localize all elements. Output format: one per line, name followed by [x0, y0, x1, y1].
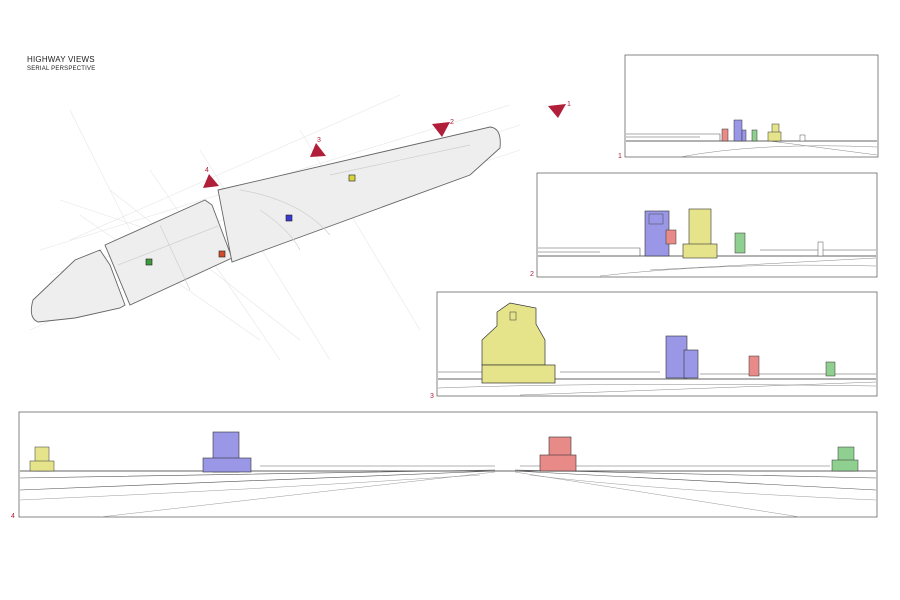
marker-yellow-elevator: [348, 174, 356, 182]
panel2-red-elevator: [665, 229, 677, 245]
panel2-yellow-elevator: [688, 208, 712, 247]
title-block: HIGHWAY VIEWS SERIAL PERSPECTIVE: [27, 55, 95, 72]
panel3-yellow-elevator: [481, 302, 546, 366]
marker-green-elevator: [145, 258, 153, 266]
panel3-red-elevator: [748, 355, 760, 377]
panel1-blue-elevator: [733, 119, 743, 142]
panel1-green-elevator: [751, 129, 758, 142]
viewpoint-2-arrow: [432, 122, 450, 137]
panel-3-label: 3: [430, 393, 434, 400]
perspective-panel-3: [436, 291, 878, 397]
panel1-red-elevator: [721, 128, 729, 142]
viewpoint-2-label: 2: [450, 119, 454, 126]
viewpoint-4-arrow: [203, 174, 219, 188]
plan-parcels: [30, 126, 501, 323]
parcel-west: [30, 249, 126, 323]
viewpoint-1-label: 1: [567, 101, 571, 108]
parcel-east: [217, 126, 501, 263]
perspective-panel-1: [624, 54, 879, 158]
viewpoint-3-arrow: [310, 143, 326, 157]
perspective-panel-4: [18, 411, 878, 518]
viewpoint-1-arrow: [548, 104, 566, 118]
panel3-green-elevator: [825, 361, 836, 377]
panel-1-label: 1: [618, 153, 622, 160]
perspective-panel-2: [536, 172, 878, 278]
panel2-blue-elevator: [644, 210, 670, 257]
panel2-green-elevator: [734, 232, 746, 254]
panel-2-label: 2: [530, 271, 534, 278]
viewpoint-4-label: 4: [205, 167, 209, 174]
page-title: HIGHWAY VIEWS: [27, 55, 95, 64]
viewpoint-3-label: 3: [317, 137, 321, 144]
panel-4-label: 4: [11, 513, 15, 520]
marker-blue-elevator: [285, 214, 293, 222]
marker-red-elevator: [218, 250, 226, 258]
plan-internal-lines: [117, 144, 471, 291]
page-subtitle: SERIAL PERSPECTIVE: [27, 66, 96, 72]
parcel-middle: [104, 199, 233, 306]
